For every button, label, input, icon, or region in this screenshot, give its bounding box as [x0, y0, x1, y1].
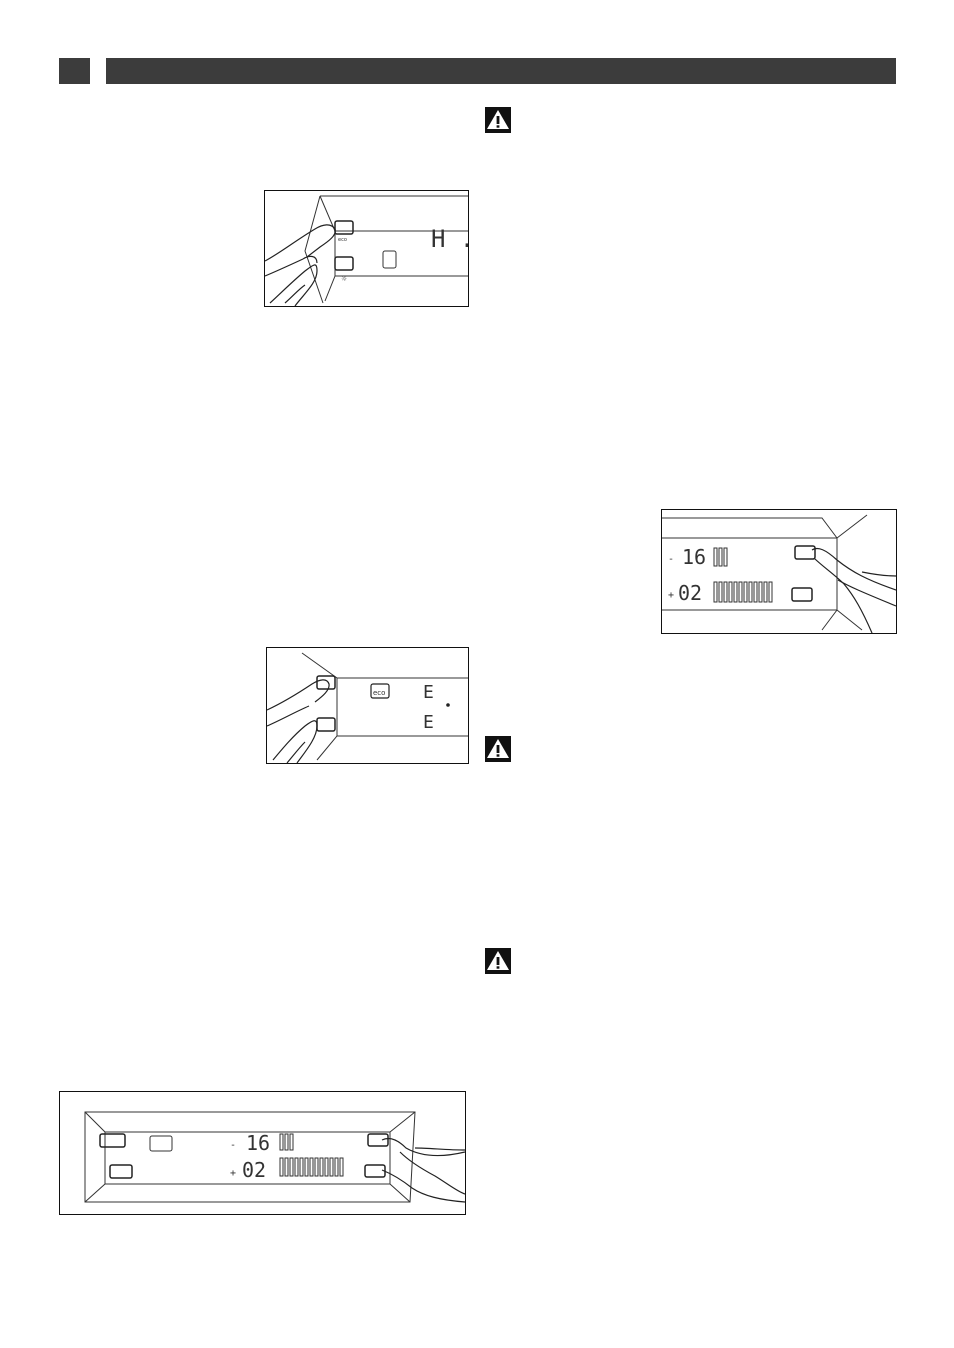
temp-down-button[interactable]	[364, 1164, 386, 1178]
svg-text:-: -	[230, 1140, 236, 1151]
figure-control-panel-eco: eco E E	[266, 647, 469, 764]
eco-button[interactable]	[316, 675, 336, 690]
eco-symbol-icon	[370, 683, 390, 699]
hand-pressing-icon	[265, 224, 336, 306]
eco-button-label: eco	[338, 237, 347, 243]
svg-text:+: +	[668, 590, 674, 601]
light-button[interactable]	[316, 717, 336, 732]
temp-down-button[interactable]	[791, 587, 813, 602]
freezer-level-bars	[279, 1133, 294, 1151]
light-button[interactable]	[109, 1164, 133, 1179]
figure-full-control-panel: - 16 + 02	[59, 1091, 466, 1215]
holiday-symbol-icon	[382, 250, 397, 269]
freezer-temperature: 16	[246, 1131, 270, 1155]
eco-button[interactable]	[99, 1133, 126, 1148]
svg-text:-: -	[668, 554, 674, 565]
eco-button[interactable]	[334, 220, 354, 235]
light-button[interactable]	[334, 256, 354, 271]
figure-temperature-setting-right: - 16 + 02	[661, 509, 897, 634]
temp-up-button[interactable]	[367, 1133, 389, 1147]
freezer-level-bars	[713, 547, 728, 567]
temp-up-button[interactable]	[794, 545, 816, 560]
fridge-level-bars	[713, 581, 773, 603]
fridge-temperature: 02	[242, 1158, 266, 1182]
fridge-level-bars	[279, 1157, 344, 1177]
section-header-bar	[106, 58, 896, 84]
lcd-display-top: E	[423, 682, 434, 703]
warning-triangle-icon	[485, 107, 511, 133]
lcd-display-bottom: E	[423, 712, 434, 733]
hand-pressing-icon	[811, 547, 896, 633]
svg-text:☼: ☼	[341, 275, 347, 283]
warning-triangle-icon	[485, 736, 511, 762]
lock-symbol-icon	[149, 1135, 173, 1152]
hand-pressing-icon	[267, 679, 330, 763]
lcd-display-text: H .	[431, 225, 468, 253]
svg-text:+: +	[230, 1168, 236, 1179]
freezer-temperature: 16	[682, 545, 706, 569]
warning-triangle-icon	[485, 948, 511, 974]
hand-pressing-icon	[381, 1137, 465, 1203]
fridge-temperature: 02	[678, 581, 702, 605]
eco-symbol-label: eco	[373, 689, 385, 697]
page-number-tab	[59, 58, 90, 84]
figure-control-panel-holiday: eco ☼ H .	[264, 190, 469, 307]
